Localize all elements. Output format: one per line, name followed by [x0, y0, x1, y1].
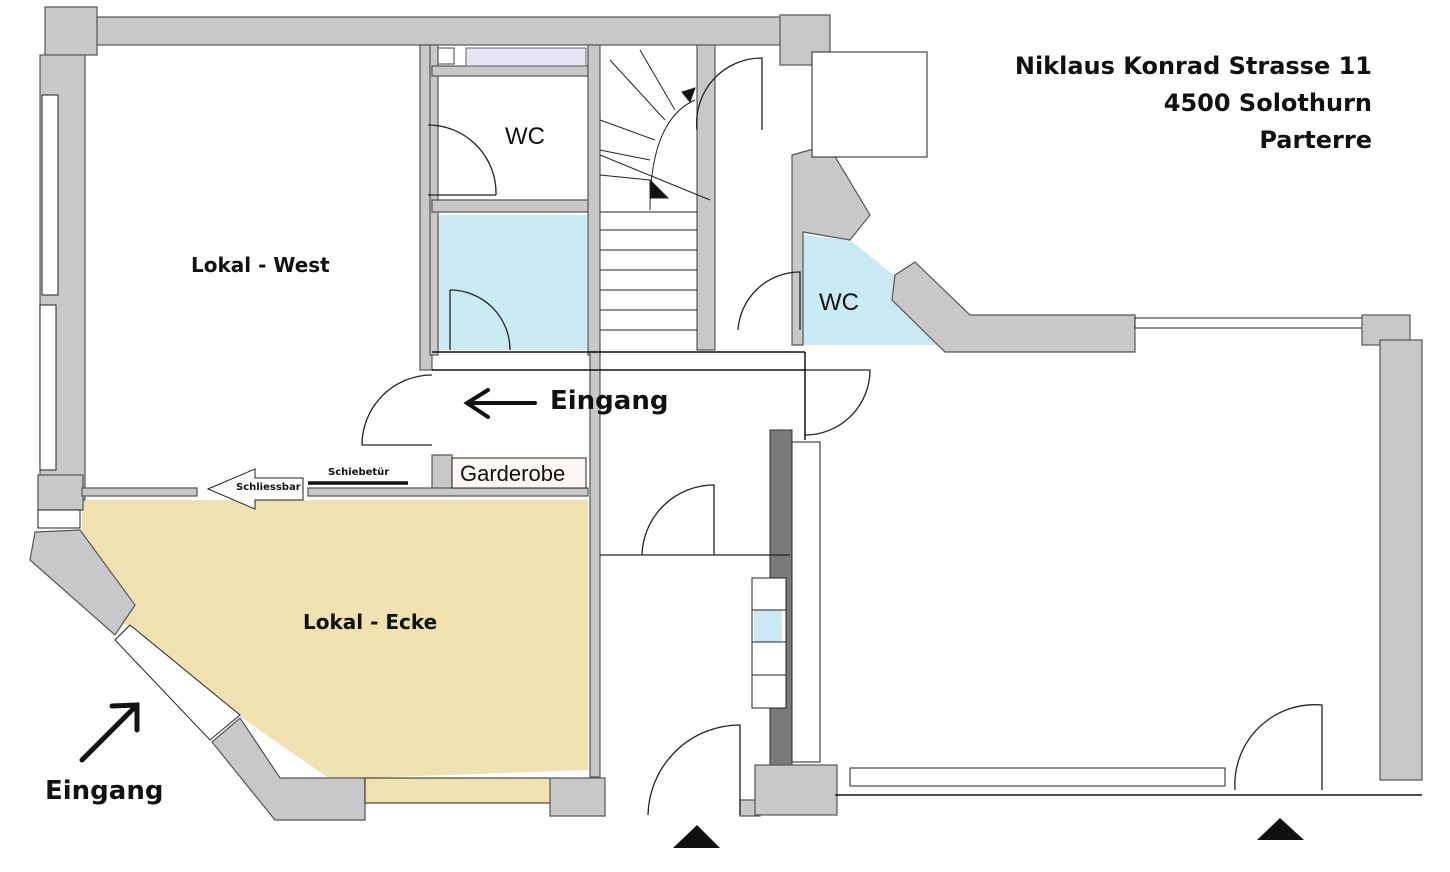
- door-east: [1234, 704, 1323, 791]
- label-eingang-corner: Eingang: [45, 776, 164, 806]
- wall-east-2: [1379, 339, 1423, 781]
- garderobe-box: [451, 457, 587, 489]
- room-label-wc: WC: [505, 123, 545, 150]
- window-south-east: [849, 767, 1226, 787]
- door-hall: [804, 369, 871, 436]
- label-eingang-main: Eingang: [550, 386, 669, 416]
- address-street: Niklaus Konrad Strasse 11: [1014, 52, 1372, 80]
- room-label-garderobe: Garderobe: [460, 461, 566, 486]
- window-west-2: [39, 304, 57, 471]
- door-stair: [695, 57, 763, 131]
- door-south: [647, 724, 741, 816]
- wall-wc-bottom: [431, 199, 591, 213]
- bathroom-floor: [437, 215, 587, 350]
- shaft: [437, 47, 455, 65]
- room-label-wc-east: WC: [819, 289, 859, 316]
- lokal-ecke-floor: [82, 500, 588, 800]
- label-schiebetuer: Schiebetür: [328, 467, 390, 478]
- door-wc: [427, 124, 497, 196]
- door-wc-east: [737, 271, 801, 331]
- staircase: [599, 49, 711, 331]
- wall-corner-sw: [29, 529, 136, 636]
- wall-stair-right: [696, 44, 716, 351]
- window-south: [364, 777, 551, 804]
- schliessbar-arrow: [206, 468, 304, 510]
- arrow-left-icon: [463, 388, 537, 419]
- wall-south-1: [549, 777, 606, 817]
- door-bath: [449, 289, 511, 351]
- skylight: [465, 47, 587, 67]
- address-city: 4500 Solothurn: [1163, 89, 1372, 117]
- wall-wc-top: [431, 65, 591, 77]
- wall-lokal-divider: [81, 487, 198, 497]
- window-diagonal: [114, 624, 241, 741]
- entrance-marker-south: [673, 825, 720, 848]
- terrace-stairs: [811, 51, 928, 158]
- room-label-lokal-ecke: Lokal - Ecke: [303, 610, 438, 634]
- window-west-3: [37, 509, 81, 529]
- wall-lokal-divider-2: [307, 487, 589, 497]
- wall-core-right: [587, 44, 601, 356]
- wall-west-bottom: [37, 474, 84, 511]
- door-corridor: [600, 484, 790, 556]
- door-lokal-west: [361, 374, 433, 446]
- shelf: [751, 577, 787, 709]
- cabinet: [791, 441, 821, 763]
- label-schliessbar: Schliessbar: [236, 482, 301, 493]
- arrow-up-right-icon: [79, 702, 140, 763]
- wall-diagonal-ne: [891, 261, 1136, 353]
- wall-south-3: [754, 764, 838, 816]
- wall-corner-nw: [44, 6, 98, 56]
- window-west-1: [41, 94, 59, 296]
- window-north: [1134, 317, 1363, 329]
- address-floor: Parterre: [1259, 126, 1372, 154]
- room-label-lokal-west: Lokal - West: [191, 253, 330, 277]
- entrance-marker-east: [1257, 818, 1304, 840]
- wall-top: [95, 16, 829, 46]
